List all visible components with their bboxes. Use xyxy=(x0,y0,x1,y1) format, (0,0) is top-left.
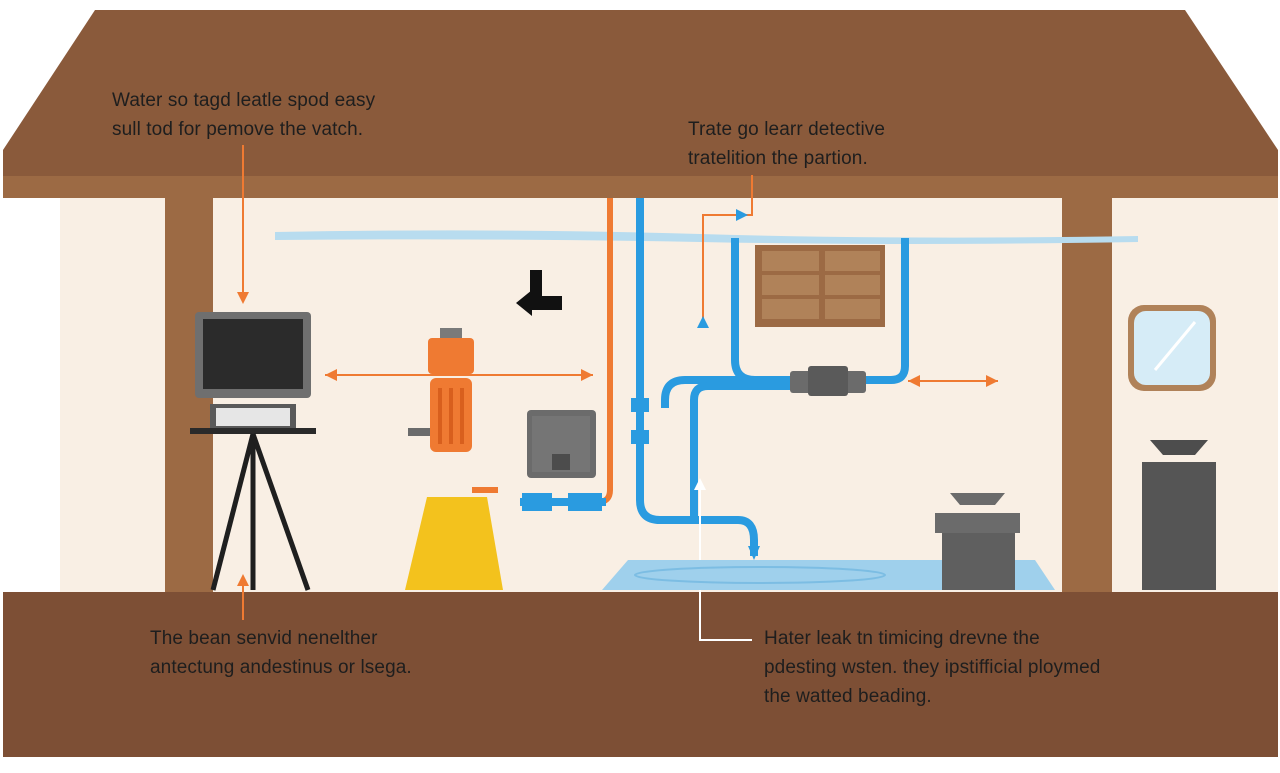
callout-text: pdesting wsten. they ipstifficial ployme… xyxy=(764,657,1101,678)
callout-bottom-right: Hater leak tn timicing drevne the pdesti… xyxy=(764,624,1100,711)
appliance-icon xyxy=(935,493,1020,590)
leader-bottom-right-arrow xyxy=(694,478,706,490)
pipe-joint-1 xyxy=(631,398,649,412)
span-arrow-left xyxy=(325,369,593,381)
callout-text: tratelition the partion. xyxy=(688,148,868,169)
arrow-icon xyxy=(516,270,562,316)
callout-text: Hater leak tn timicing drevne the xyxy=(764,628,1040,649)
callout-text: Trate go learr detective xyxy=(688,119,886,140)
water-heater-icon xyxy=(408,328,474,452)
leader-bottom-right xyxy=(699,490,752,641)
roof-trim xyxy=(3,176,1278,198)
callout-text: the watted beading. xyxy=(764,686,932,707)
mirror-icon xyxy=(1128,305,1216,391)
computer-monitor-icon xyxy=(190,312,316,591)
span-arrow-right xyxy=(908,375,998,387)
pipe-valve-right xyxy=(568,493,602,511)
callout-text: sull tod for pemove the vatch. xyxy=(112,119,364,140)
roof xyxy=(3,10,1278,180)
callout-top-right: Trate go learr detective tratelition the… xyxy=(688,115,885,173)
caution-cone-icon xyxy=(405,497,503,590)
callout-bottom-left: The bean senvid nenelther antectung ande… xyxy=(150,624,412,682)
tall-appliance-icon xyxy=(1142,440,1216,590)
ceiling-water-streak xyxy=(275,230,1138,244)
leak-sensor-icon xyxy=(790,366,866,396)
leader-top-right-arrow xyxy=(736,209,748,221)
leader-top-left-arrow xyxy=(237,292,249,304)
control-box-icon xyxy=(527,410,596,478)
water-ripple xyxy=(634,566,886,584)
floor xyxy=(3,592,1278,757)
pipe-arrow-down xyxy=(748,546,760,560)
callout-top-left: Water so tagd leatle spod easy sull tod … xyxy=(112,86,375,144)
leader-top-right xyxy=(702,175,753,325)
leader-up-arrow xyxy=(697,316,709,328)
leader-bottom-left-arrow xyxy=(237,574,249,586)
callout-text: antectung andestinus or lsega. xyxy=(150,657,412,678)
pipe-joint-2 xyxy=(631,430,649,444)
pipe-valve-left xyxy=(522,493,552,511)
callout-text: The bean senvid nenelther xyxy=(150,628,378,649)
window-icon xyxy=(755,245,885,327)
right-post xyxy=(1062,198,1112,593)
callout-text: Water so tagd leatle spod easy xyxy=(112,90,376,111)
